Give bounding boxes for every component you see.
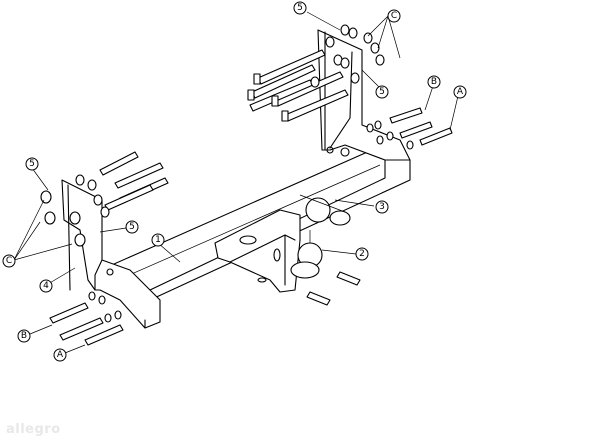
callout-label: C <box>391 11 397 21</box>
callout-a-left: A <box>53 348 67 362</box>
callout-label: 2 <box>359 249 365 259</box>
nuts-left <box>40 190 86 247</box>
ball-mount-plate <box>214 209 301 293</box>
bolts-top-right <box>247 49 349 122</box>
callout-label: 5 <box>379 87 385 97</box>
callout-5-top-2: 5 <box>375 85 389 99</box>
callout-4: 4 <box>39 279 53 293</box>
callout-label: C <box>6 256 12 266</box>
callout-2: 2 <box>355 247 369 261</box>
callout-label: 5 <box>29 159 35 169</box>
callout-label: 1 <box>155 235 161 245</box>
tow-ball-lower <box>290 230 323 279</box>
callout-a-right: A <box>453 85 467 99</box>
ball-bolts <box>306 271 361 306</box>
callout-5-top: 5 <box>293 1 307 15</box>
callout-label: A <box>57 350 64 360</box>
watermark-logo: allegro <box>6 422 61 437</box>
bolts-top-left <box>75 151 169 218</box>
tow-ball-upper <box>299 194 351 226</box>
callout-label: B <box>431 77 437 87</box>
bolts-lower-left <box>49 291 124 346</box>
callout-b-right: B <box>427 75 441 89</box>
callout-label: B <box>21 331 27 341</box>
callout-b-left: B <box>17 329 31 343</box>
callout-label: 5 <box>129 222 135 232</box>
callout-label: 5 <box>297 3 303 13</box>
callout-c-left: C <box>2 254 16 268</box>
leader-lines <box>13 11 459 354</box>
callout-5-left: 5 <box>25 157 39 171</box>
callout-c-top: C <box>387 9 401 23</box>
callout-3: 3 <box>375 200 389 214</box>
callout-label: 3 <box>379 202 385 212</box>
callout-1: 1 <box>151 233 165 247</box>
callout-5-left-2: 5 <box>125 220 139 234</box>
washers-top-right <box>310 24 385 88</box>
callout-label: 4 <box>43 281 49 291</box>
bolts-right-side <box>366 107 453 150</box>
callout-label: A <box>457 87 464 97</box>
